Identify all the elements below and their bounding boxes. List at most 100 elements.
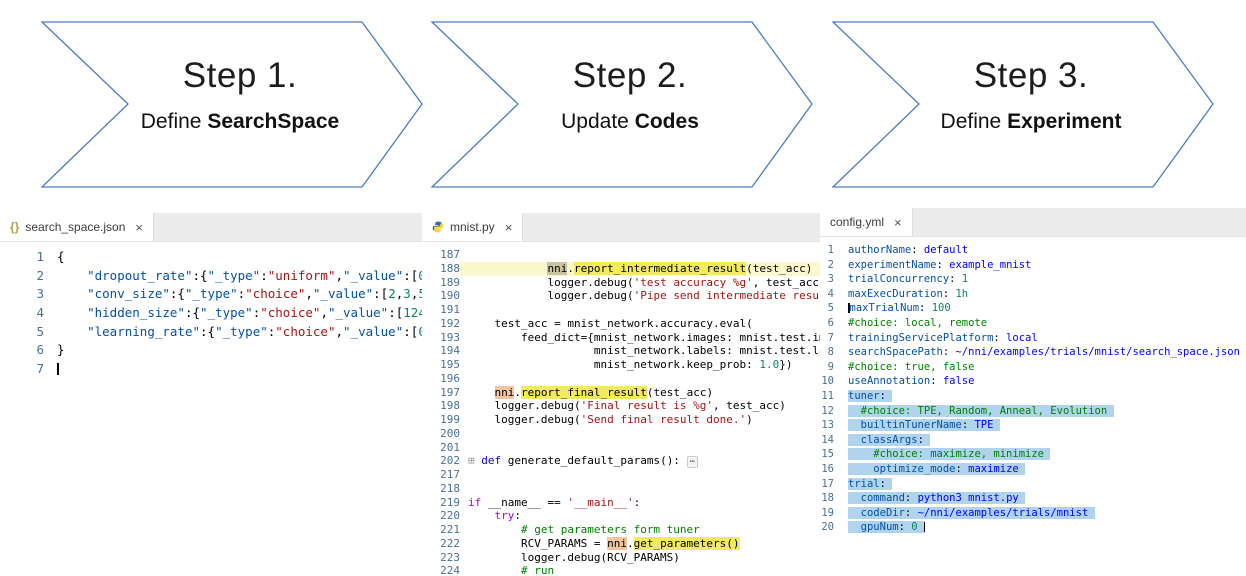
code-line[interactable]: mnist_network.labels: mnist.test.labels, bbox=[593, 344, 820, 358]
code-row: 198 logger.debug('Final result is %g', t… bbox=[422, 399, 820, 413]
code-line[interactable]: ⊞ def generate_default_params(): ⋯ bbox=[460, 454, 820, 469]
code-row: 3 trialConcurrency: 1 bbox=[820, 272, 1246, 287]
line-number: 222 bbox=[440, 536, 460, 550]
close-icon[interactable]: × bbox=[504, 219, 513, 235]
code-line[interactable]: searchSpacePath: ~/nni/examples/trials/m… bbox=[848, 346, 1240, 359]
code-line[interactable]: logger.debug('Final result is %g', test_… bbox=[494, 399, 786, 413]
code-row: 5 "learning_rate":{"_type":"choice","_va… bbox=[0, 323, 440, 342]
code-row: 190 logger.debug('Pipe send intermediate… bbox=[422, 289, 820, 303]
selection-highlight: builtinTunerName: TPE bbox=[848, 419, 1000, 432]
code-line[interactable]: logger.debug('Send final result done.') bbox=[494, 413, 753, 426]
code-line[interactable]: gpuNum: 0 bbox=[834, 520, 1246, 535]
code-line[interactable]: tuner: bbox=[834, 389, 1246, 404]
code-line[interactable]: } bbox=[57, 342, 65, 358]
close-icon[interactable]: × bbox=[894, 214, 902, 230]
code-line[interactable] bbox=[460, 427, 820, 441]
code-row: 224 # run bbox=[422, 564, 820, 576]
code-line[interactable]: codeDir: ~/nni/examples/trials/mnist bbox=[834, 506, 1246, 521]
code-line[interactable]: try: bbox=[494, 509, 522, 523]
line-number: 6 bbox=[36, 342, 44, 358]
text-cursor bbox=[57, 363, 59, 375]
line-number: 201 bbox=[440, 440, 460, 454]
line-number: 221 bbox=[440, 523, 460, 536]
code-line[interactable]: nni.report_intermediate_result(test_acc) bbox=[460, 261, 820, 276]
code-line[interactable]: optimize_mode: maximize bbox=[834, 462, 1246, 477]
code-line[interactable]: useAnnotation: false bbox=[848, 375, 975, 388]
code-row: 19 codeDir: ~/nni/examples/trials/mnist bbox=[820, 506, 1246, 521]
code-row: 187 bbox=[422, 248, 820, 262]
code-row: 12 #choice: TPE, Random, Anneal, Evoluti… bbox=[820, 404, 1246, 419]
code-row: 222 RCV_PARAMS = nni.get_parameters() bbox=[422, 536, 820, 551]
code-row: 14 classArgs: bbox=[820, 433, 1246, 448]
code-line[interactable] bbox=[460, 248, 820, 262]
line-number: 16 bbox=[821, 462, 834, 475]
code-line[interactable]: logger.debug('test accuracy %g', test_ac… bbox=[547, 275, 820, 289]
code-line[interactable]: maxTrialNum: 100 bbox=[848, 302, 951, 315]
steps-diagram: Step 1. Define SearchSpace Step 2. Updat… bbox=[0, 0, 1246, 200]
line-number: 219 bbox=[440, 495, 460, 509]
code-line[interactable]: builtinTunerName: TPE bbox=[834, 418, 1246, 433]
code-line[interactable]: # run bbox=[520, 564, 555, 576]
line-number: 13 bbox=[821, 419, 834, 432]
line-number: 14 bbox=[821, 433, 834, 446]
selection-highlight: #choice: maximize, minimize bbox=[848, 448, 1051, 461]
line-number: 198 bbox=[440, 399, 460, 413]
code-row: 199 logger.debug('Send final result done… bbox=[422, 413, 820, 427]
line-number: 2 bbox=[36, 267, 44, 283]
tab-config-yml[interactable]: config.yml × bbox=[820, 208, 913, 236]
code-line[interactable]: "hidden_size":{"_type":"choice","_value"… bbox=[87, 305, 433, 321]
code-line[interactable]: classArgs: bbox=[834, 433, 1246, 448]
code-line[interactable]: command: python3 mnist.py bbox=[834, 491, 1246, 506]
code-search-space-json[interactable]: 1{2 "dropout_rate":{"_type":"uniform","_… bbox=[0, 242, 448, 379]
line-number: 15 bbox=[821, 448, 834, 461]
code-line[interactable]: "conv_size":{"_type":"choice","_value":[… bbox=[87, 286, 448, 302]
code-line[interactable] bbox=[460, 482, 820, 496]
code-row: 6 #choice: local, remote bbox=[820, 316, 1246, 331]
code-line[interactable]: logger.debug(RCV_PARAMS) bbox=[520, 550, 680, 564]
tab-label: mnist.py bbox=[450, 220, 495, 234]
tab-mnist-py[interactable]: mnist.py × bbox=[422, 213, 524, 241]
line-number: 187 bbox=[440, 248, 460, 261]
line-number: 11 bbox=[821, 389, 834, 402]
code-line[interactable]: if __name__ == '__main__': bbox=[468, 495, 641, 509]
code-line[interactable]: feed_dict={mnist_network.images: mnist.t… bbox=[520, 330, 820, 344]
code-line[interactable]: authorName: default bbox=[848, 244, 969, 256]
chevron-shapes bbox=[40, 21, 1214, 188]
code-line[interactable] bbox=[460, 372, 820, 386]
code-row: 4 "hidden_size":{"_type":"choice","_valu… bbox=[0, 304, 433, 323]
code-line[interactable]: "dropout_rate":{"_type":"uniform","_valu… bbox=[87, 267, 448, 283]
code-line[interactable] bbox=[44, 360, 422, 379]
code-line[interactable]: RCV_PARAMS = nni.get_parameters() bbox=[520, 536, 740, 550]
step3-chevron bbox=[831, 21, 1214, 188]
code-line[interactable] bbox=[460, 441, 820, 455]
code-line[interactable]: maxExecDuration: 1h bbox=[848, 287, 969, 300]
line-number: 3 bbox=[827, 273, 834, 286]
code-line[interactable] bbox=[460, 468, 820, 482]
code-line[interactable]: # get parameters form tuner bbox=[520, 523, 700, 536]
code-line[interactable]: #choice: maximize, minimize bbox=[834, 447, 1246, 462]
step2-chevron bbox=[430, 21, 813, 188]
selection-highlight: optimize_mode: maximize bbox=[848, 462, 1026, 475]
code-line[interactable]: mnist_network.keep_prob: 1.0}) bbox=[593, 358, 793, 371]
code-line[interactable]: nni.report_final_result(test_acc) bbox=[494, 385, 714, 399]
code-line[interactable]: trainingServicePlatform: local bbox=[848, 331, 1038, 344]
close-icon[interactable]: × bbox=[135, 219, 143, 235]
code-row: 220 try: bbox=[422, 509, 820, 523]
code-line[interactable]: { bbox=[57, 249, 65, 264]
code-line[interactable]: "learning_rate":{"_type":"choice","_valu… bbox=[87, 323, 441, 339]
code-line[interactable] bbox=[460, 303, 820, 317]
code-line[interactable]: #choice: local, remote bbox=[848, 316, 988, 329]
code-line[interactable]: experimentName: example_mnist bbox=[848, 258, 1032, 271]
code-line[interactable]: trialConcurrency: 1 bbox=[848, 273, 969, 286]
code-line[interactable]: #choice: true, false bbox=[848, 360, 975, 373]
code-line[interactable]: trial: bbox=[834, 477, 1246, 492]
code-line[interactable]: #choice: TPE, Random, Anneal, Evolution bbox=[834, 404, 1246, 419]
code-line[interactable]: test_acc = mnist_network.accuracy.eval( bbox=[494, 316, 753, 330]
code-line[interactable]: logger.debug('Pipe send intermediate res… bbox=[547, 289, 820, 303]
line-number: 6 bbox=[827, 316, 834, 329]
tab-search-space-json[interactable]: {} search_space.json × bbox=[0, 213, 154, 241]
